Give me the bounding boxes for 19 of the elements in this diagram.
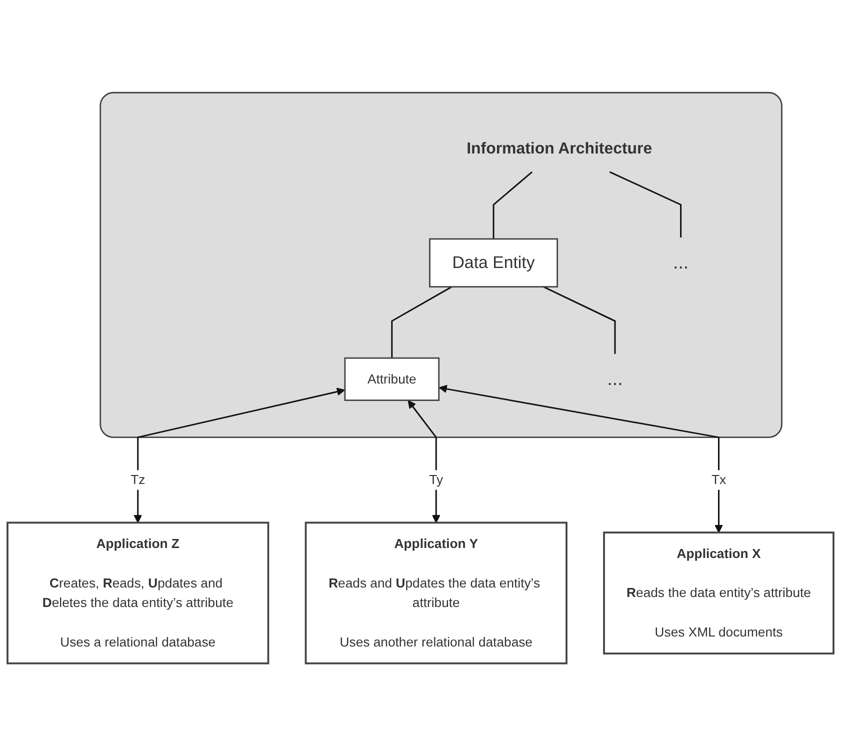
node-text: ... (607, 368, 623, 390)
node-box: Application Z Creates, Reads, Updates and Deletes the data entity’s attribute Uses a relational database (6, 522, 270, 664)
connector (492, 171, 533, 239)
node-box: Attribute (344, 357, 440, 401)
node-text: ... (672, 252, 689, 274)
connector (609, 171, 682, 238)
connector (543, 286, 616, 354)
edge-label: Tz (130, 472, 146, 488)
node-box: Application Y Reads and Updates the data entity’s attribute Uses another relational database (304, 522, 568, 664)
node-box: Data Entity (429, 238, 558, 288)
connector (391, 286, 452, 358)
arrow (438, 384, 723, 533)
node-text: Information Architecture (466, 140, 652, 158)
cluster (100, 92, 782, 438)
node-box: Application X Reads the data entity’s attribute Uses XML documents (603, 532, 834, 654)
edge-label: Tx (711, 472, 726, 488)
arrow (134, 388, 345, 524)
arrow (408, 400, 440, 524)
edge-label: Ty (429, 472, 444, 488)
